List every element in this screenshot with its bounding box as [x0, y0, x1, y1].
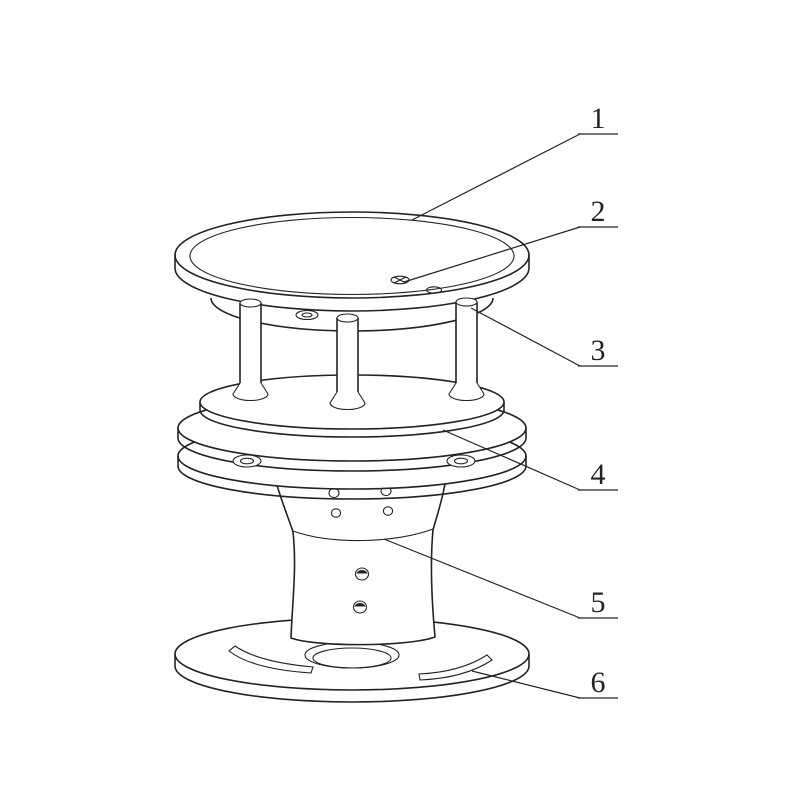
- flange-bottom-rim: [174, 665, 530, 703]
- callout-1-number: 1: [591, 102, 606, 135]
- cap-screw-cross-mark: [393, 276, 407, 284]
- callout-1: 1: [411, 102, 618, 221]
- body-hole: [382, 506, 394, 516]
- callout-6-leader-line: [471, 670, 581, 699]
- callout-3-leader-line: [470, 307, 581, 367]
- transducer-post-middle: [329, 313, 366, 411]
- top-cap-disc: [174, 211, 530, 299]
- top-cap-rim: [174, 267, 530, 312]
- cap-vent-hole: [425, 286, 443, 294]
- post-body-fill: [337, 318, 358, 400]
- louver-ring-middle-rim: [177, 437, 527, 472]
- post-foot: [232, 382, 269, 402]
- post-top-cap: [336, 313, 359, 323]
- transducer-post-right: [448, 297, 485, 402]
- body-lower-hole-shadow: [354, 603, 366, 607]
- body-lower-hole: [352, 600, 368, 614]
- transducer-posts: [232, 297, 485, 411]
- post-top-cap: [239, 298, 262, 308]
- post-foot: [448, 382, 485, 402]
- transducer-post-left: [232, 298, 269, 402]
- top-cap-inner-edge: [189, 216, 515, 296]
- post-top-cap: [455, 297, 478, 307]
- callout-4: 4: [442, 429, 618, 491]
- callout-2-leader-line: [403, 226, 581, 283]
- screw-tab-left: [232, 454, 262, 468]
- screw-tab-left-hole: [239, 457, 255, 465]
- louver-ring-upper-rim: [199, 409, 505, 438]
- post-body-fill: [240, 303, 261, 390]
- callouts: 1 2 3 4 5 6: [383, 102, 618, 699]
- flange-center-hole-inner: [312, 647, 392, 669]
- callout-5: 5: [383, 538, 618, 619]
- plate-grommet-inner: [301, 312, 313, 318]
- body-lower-hole-shadow: [356, 570, 368, 574]
- callout-3: 3: [470, 307, 618, 367]
- flange-slot-right: [418, 654, 493, 681]
- plate-grommet-outer: [295, 309, 319, 321]
- callout-2-number: 2: [591, 195, 606, 228]
- callout-4-number: 4: [591, 458, 606, 491]
- callout-5-leader-line: [383, 538, 581, 619]
- post-foot: [329, 391, 366, 411]
- callout-4-leader-line: [442, 429, 581, 491]
- body-hole: [330, 508, 342, 518]
- body-seam-line: [292, 528, 434, 542]
- callout-6-number: 6: [591, 666, 606, 699]
- body-lower-hole: [354, 567, 370, 581]
- callout-1-leader-line: [411, 133, 581, 221]
- callout-5-number: 5: [591, 586, 606, 619]
- screw-tab-right: [446, 454, 476, 468]
- callout-3-number: 3: [591, 334, 606, 367]
- flange-slot-left: [228, 645, 314, 674]
- mounting-flange: [174, 617, 530, 703]
- callout-2: 2: [403, 195, 618, 283]
- post-body-fill: [456, 302, 477, 390]
- screw-tab-right-hole: [453, 457, 469, 465]
- louver-ring-lower-rim: [177, 465, 527, 500]
- callout-6: 6: [471, 666, 618, 699]
